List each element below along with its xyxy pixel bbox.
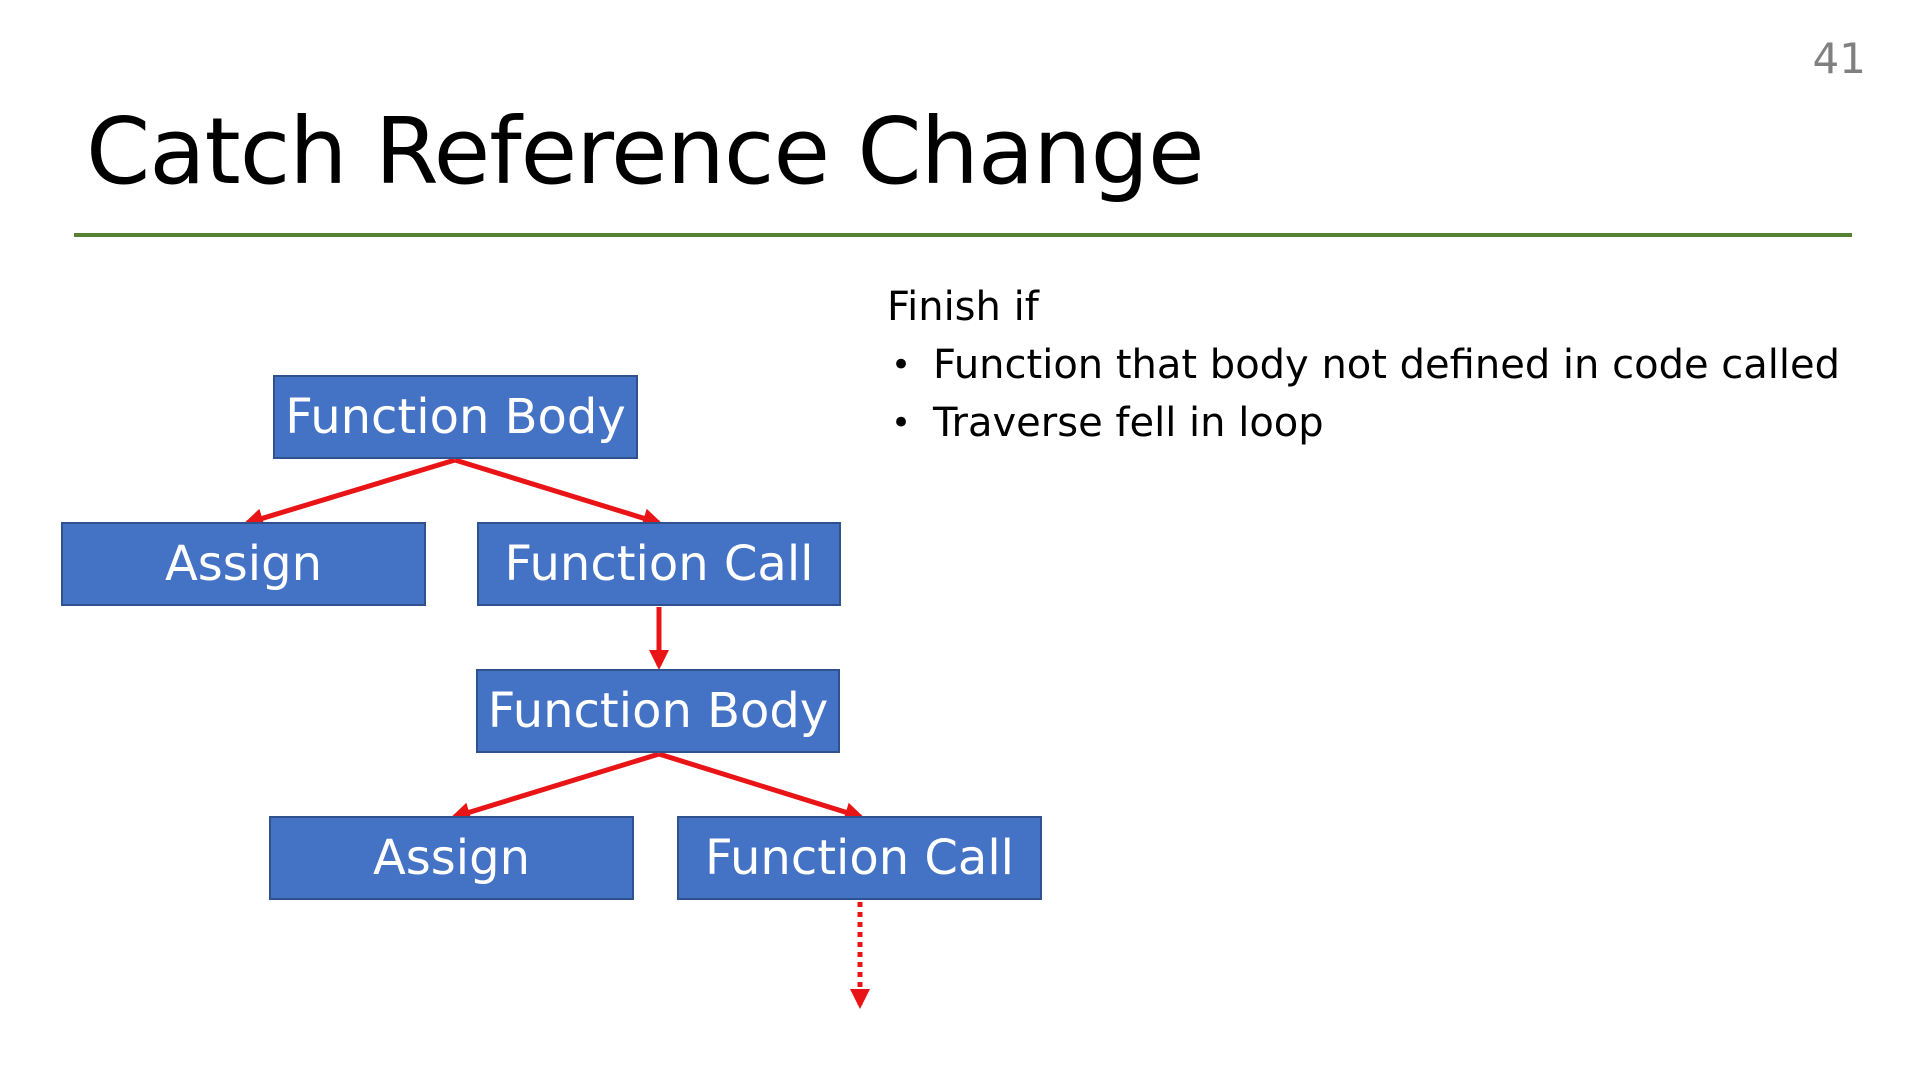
notes-list-item: • Traverse fell in loop: [887, 399, 1887, 447]
function-call-node-1: Function Call: [477, 522, 841, 606]
slide-title: Catch Reference Change: [86, 98, 1205, 205]
function-call-node-2: Function Call: [677, 816, 1042, 900]
arrow-body2-to-assign2: [450, 751, 660, 822]
function-body-node-2: Function Body: [476, 669, 840, 753]
arrow-body1-to-call1: [454, 457, 663, 528]
function-body-node-1: Function Body: [273, 375, 638, 459]
title-divider: [74, 233, 1852, 237]
arrow-body2-to-call2: [658, 751, 865, 822]
page-number: 41: [1812, 34, 1866, 83]
notes-list: • Function that body not defined in code…: [887, 341, 1887, 447]
notes-item-text: Traverse fell in loop: [933, 400, 1324, 446]
finish-conditions: Finish if • Function that body not defin…: [887, 283, 1887, 457]
arrow-body1-to-assign1: [243, 457, 456, 528]
bullet-icon: •: [891, 345, 912, 385]
assign-node-2: Assign: [269, 816, 634, 900]
bullet-icon: •: [891, 403, 912, 443]
assign-node-1: Assign: [61, 522, 426, 606]
notes-list-item: • Function that body not defined in code…: [887, 341, 1887, 389]
notes-item-text: Function that body not defined in code c…: [933, 342, 1841, 388]
notes-heading: Finish if: [887, 284, 1039, 330]
